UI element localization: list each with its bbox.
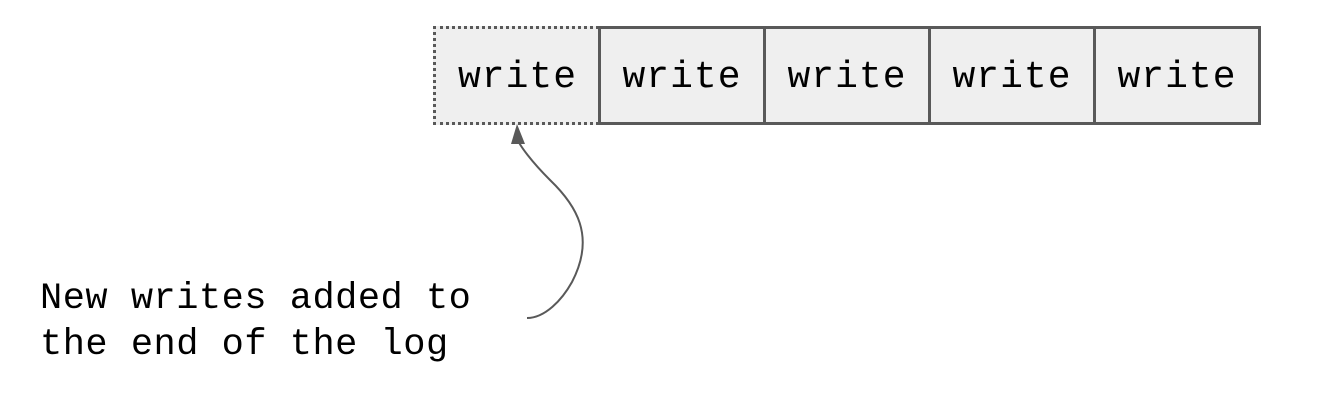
log-entry-label: write (622, 55, 742, 99)
log-entry: write (1093, 26, 1261, 125)
annotation-line: the end of the log (40, 324, 449, 366)
log-entry-label: write (457, 55, 578, 99)
log-entry-label: write (952, 55, 1072, 99)
arrowhead-icon (511, 124, 525, 144)
log-entry: write (598, 26, 766, 125)
log-entry-label: write (1117, 55, 1237, 99)
log-entry-label: write (787, 55, 907, 99)
log-entry: write (763, 26, 931, 125)
arrow-curve (516, 137, 584, 319)
log-entry-pending: write (433, 26, 599, 125)
annotation-caption: New writes added to the end of the log (40, 276, 471, 368)
annotation-line: New writes added to (40, 278, 472, 320)
log-entry: write (928, 26, 1096, 125)
